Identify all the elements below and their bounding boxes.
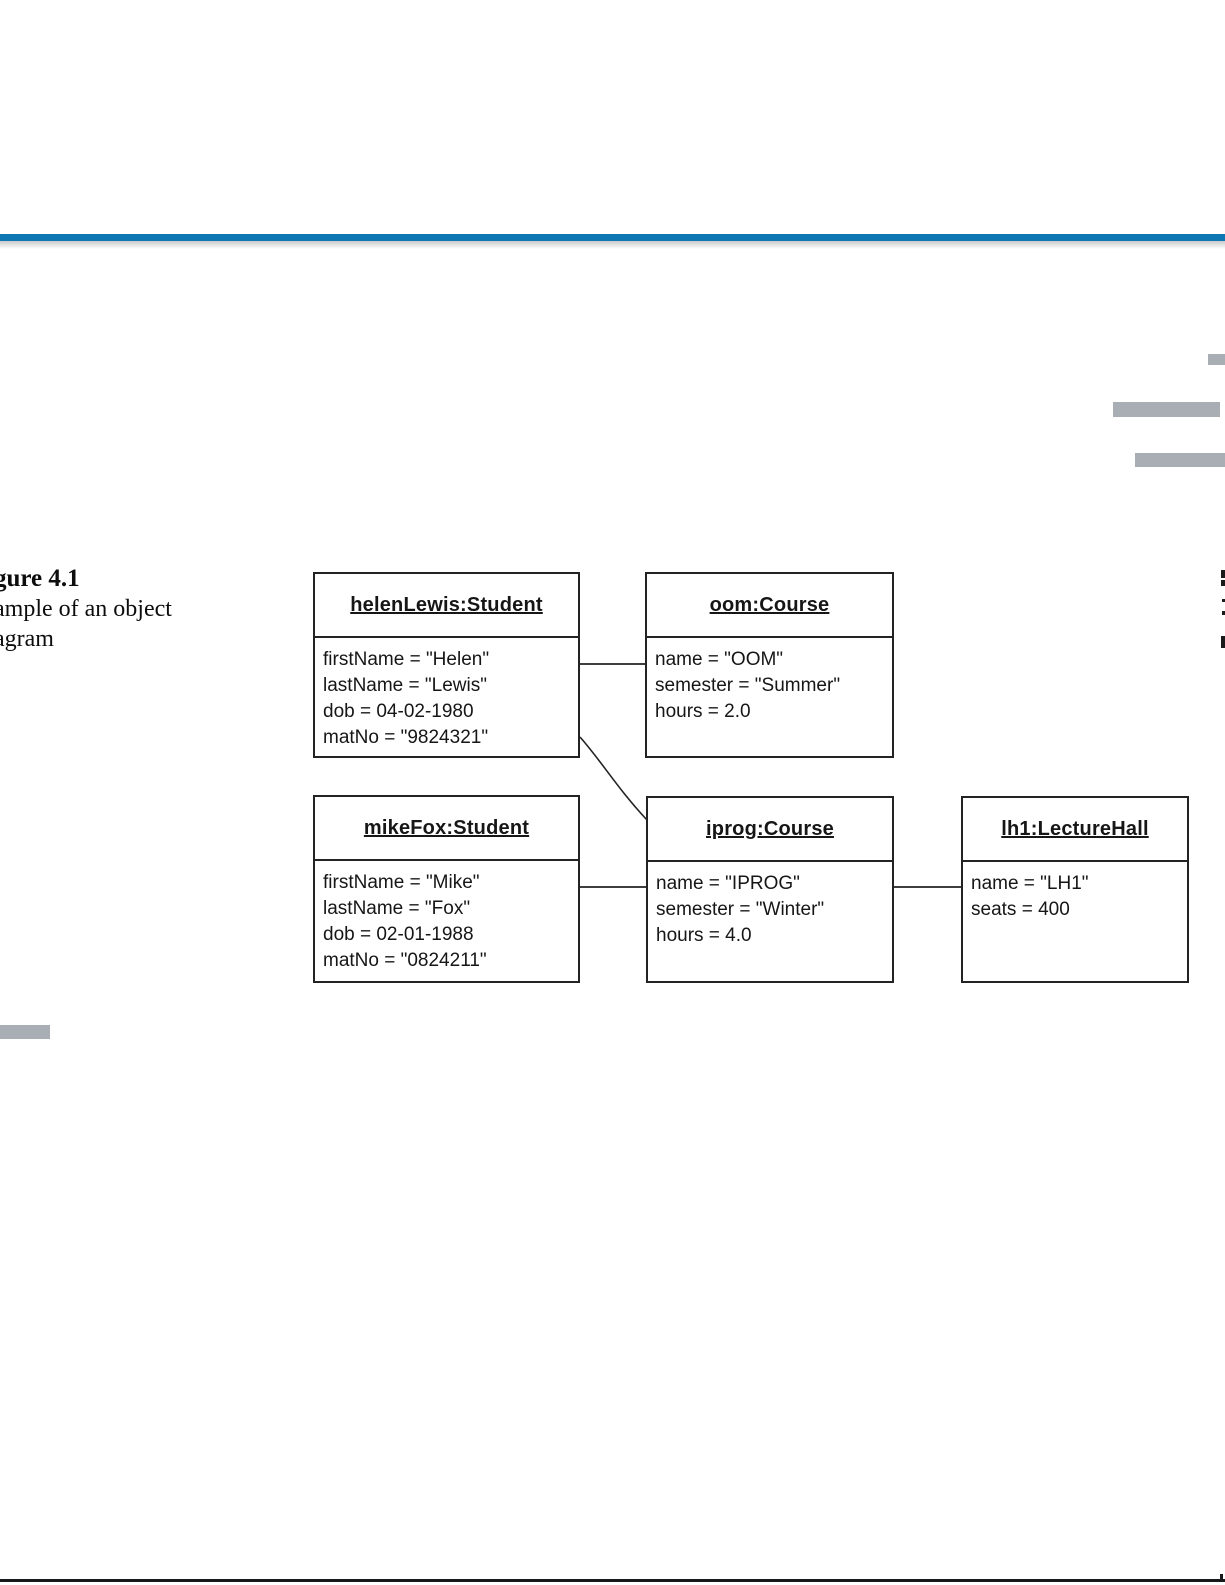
uml-attribute: name = "OOM" <box>655 649 784 670</box>
uml-object-lh1-lecturehall: lh1:LectureHall name = "LH1" seats = 400 <box>961 796 1189 983</box>
uml-object-title: iprog:Course <box>648 798 892 862</box>
uml-attribute: matNo = "0824211" <box>323 950 487 971</box>
uml-attribute: name = "IPROG" <box>656 873 800 894</box>
figure-caption: gure 4.1 ample of an object agram <box>0 564 172 654</box>
cropped-text-fragment <box>1221 580 1225 586</box>
uml-object-mikefox-student: mikeFox:Student firstName = "Mike" lastN… <box>313 795 580 983</box>
uml-object-title: helenLewis:Student <box>315 574 578 638</box>
left-margin-bar <box>0 1025 50 1039</box>
uml-object-helenlewis-student: helenLewis:Student firstName = "Helen" l… <box>313 572 580 758</box>
uml-object-title: lh1:LectureHall <box>963 798 1187 862</box>
link-helenlewis-iprog <box>579 736 648 821</box>
uml-attribute: hours = 4.0 <box>656 925 752 946</box>
uml-object-attributes: name = "OOM" semester = "Summer" hours =… <box>647 638 892 725</box>
uml-attribute: dob = 04-02-1980 <box>323 701 474 722</box>
figure-caption-line: ample of an object <box>0 596 172 622</box>
uml-object-iprog-course: iprog:Course name = "IPROG" semester = "… <box>646 796 894 983</box>
figure-caption-line: agram <box>0 626 54 652</box>
figure-caption-number: gure 4.1 <box>0 565 80 592</box>
top-blue-rule <box>0 234 1225 241</box>
uml-attribute: seats = 400 <box>971 899 1070 920</box>
uml-object-attributes: firstName = "Helen" lastName = "Lewis" d… <box>315 638 578 751</box>
uml-attribute: matNo = "9824321" <box>323 727 489 748</box>
right-margin-bar-medium <box>1113 402 1220 417</box>
uml-object-attributes: name = "IPROG" semester = "Winter" hours… <box>648 862 892 949</box>
bottom-rule-tick <box>1220 1574 1223 1580</box>
uml-object-attributes: name = "LH1" seats = 400 <box>963 862 1187 923</box>
uml-attribute: semester = "Winter" <box>656 899 825 920</box>
uml-attribute: hours = 2.0 <box>655 701 751 722</box>
cropped-text-fragment <box>1221 570 1225 578</box>
cropped-text-fragment <box>1222 599 1225 602</box>
uml-attribute: firstName = "Helen" <box>323 649 490 670</box>
uml-object-oom-course: oom:Course name = "OOM" semester = "Summ… <box>645 572 894 758</box>
cropped-text-fragment <box>1222 611 1225 615</box>
bottom-dark-rule <box>0 1579 1225 1582</box>
uml-object-title: mikeFox:Student <box>315 797 578 861</box>
uml-attribute: firstName = "Mike" <box>323 872 480 893</box>
cropped-text-fragment <box>1221 636 1225 648</box>
uml-attribute: lastName = "Lewis" <box>323 675 487 696</box>
uml-attribute: dob = 02-01-1988 <box>323 924 474 945</box>
uml-object-attributes: firstName = "Mike" lastName = "Fox" dob … <box>315 861 578 974</box>
uml-attribute: semester = "Summer" <box>655 675 841 696</box>
uml-attribute: lastName = "Fox" <box>323 898 471 919</box>
right-margin-bar-lower <box>1135 453 1225 467</box>
uml-attribute: name = "LH1" <box>971 873 1089 894</box>
uml-object-title: oom:Course <box>647 574 892 638</box>
right-margin-bar-small <box>1208 354 1225 365</box>
top-rule-shadow <box>0 241 1225 249</box>
